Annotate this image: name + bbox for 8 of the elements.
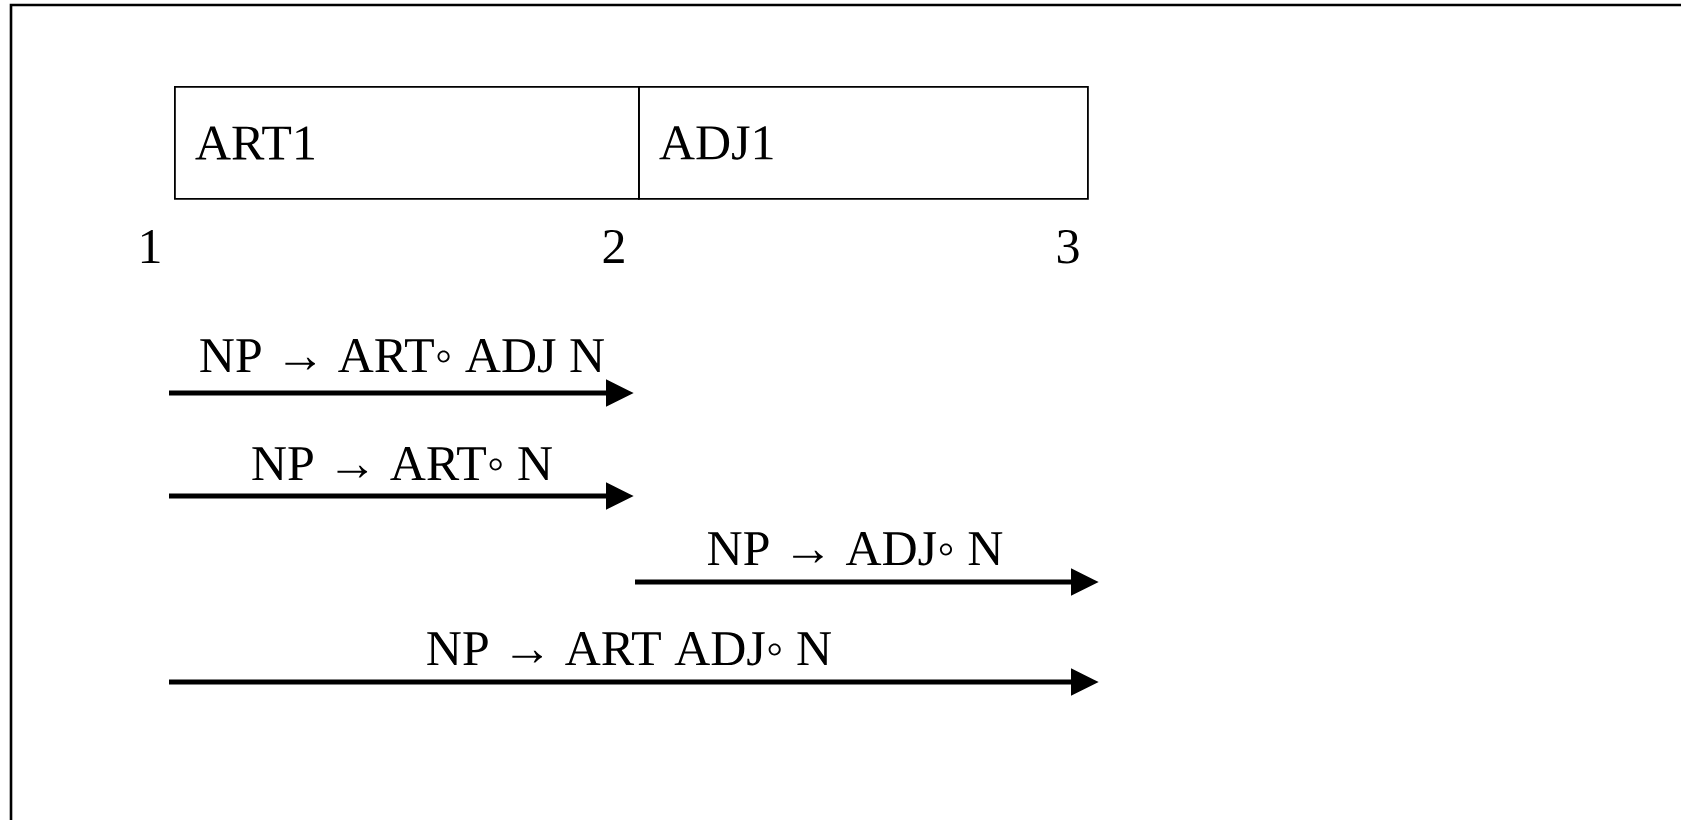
word-cell: ART1	[174, 86, 640, 200]
vertex-number: 2	[603, 229, 624, 263]
rule-label: NP → ART◦ N	[252, 447, 552, 480]
word-cell: ADJ1	[638, 86, 1089, 200]
vertex-number: 1	[141, 230, 160, 263]
rule-label: NP → ADJ◦ N	[708, 532, 1003, 566]
rule-label: NP → ART◦ ADJ N	[200, 339, 604, 373]
rule-label: NP → ART ADJ◦ N	[427, 632, 831, 666]
